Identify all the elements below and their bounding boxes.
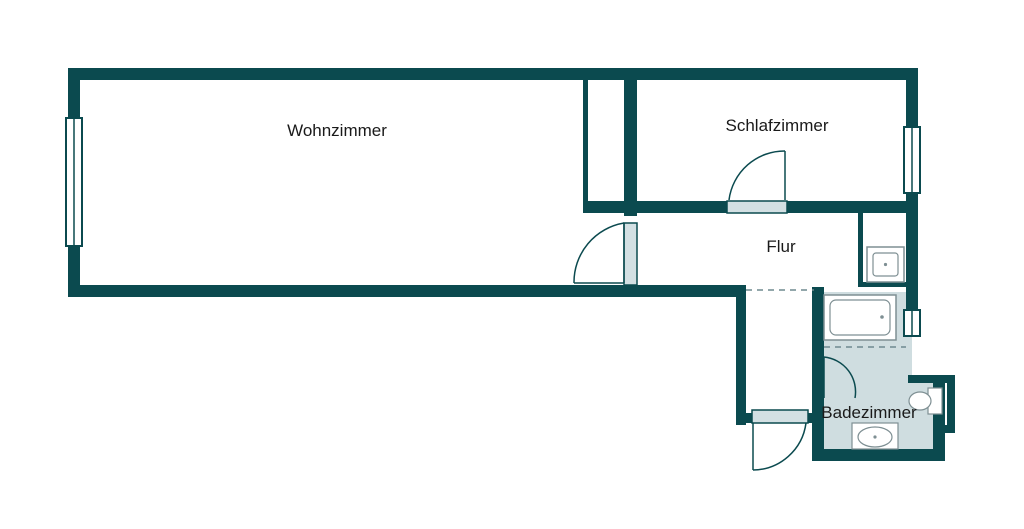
window-bathroom xyxy=(903,309,921,337)
door-swing-bedroom xyxy=(728,150,786,201)
window-bedroom xyxy=(903,126,921,194)
door-swing-living-room xyxy=(573,222,625,284)
window-living-room xyxy=(65,117,83,247)
door-openings xyxy=(623,200,809,424)
room-label-schlafzimmer: Schlafzimmer xyxy=(726,116,829,135)
washbasin-icon xyxy=(851,422,899,450)
kitchen-sink-icon xyxy=(866,246,905,283)
toilet-icon xyxy=(908,387,943,415)
dashed-boundaries xyxy=(746,289,906,348)
door-swing-entrance xyxy=(752,422,807,471)
door-swing-bathroom xyxy=(823,356,857,399)
room-label-badezimmer: Badezimmer xyxy=(821,403,917,422)
bathtub-icon xyxy=(823,294,897,341)
room-label-flur: Flur xyxy=(766,237,796,256)
room-label-wohnzimmer: Wohnzimmer xyxy=(287,121,387,140)
